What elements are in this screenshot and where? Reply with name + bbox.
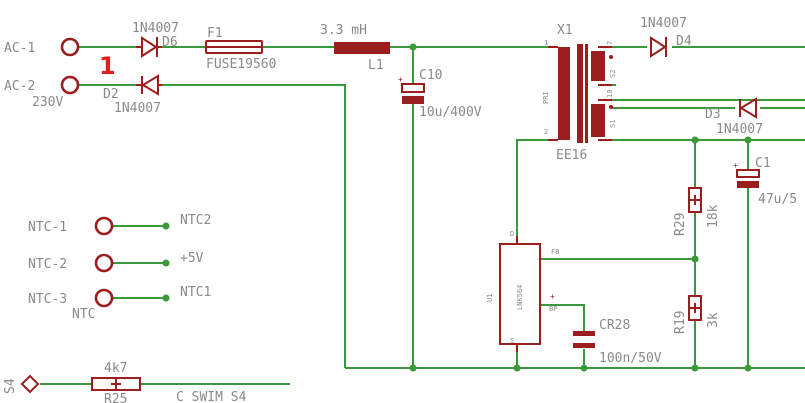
u1-name-label: U1 [486,294,494,302]
junction-dot [162,294,170,302]
d6-name-label: D6 [162,35,178,50]
ntc1-connector-label: NTC-1 [28,220,67,235]
r29-name-label: R29 [673,213,688,236]
capacitor-cr28 [573,331,595,348]
s1-winding-label: S1 [609,120,617,128]
junction-dot [744,364,752,372]
ac2-connector-pad [60,75,80,95]
inductor-l1 [334,42,390,54]
junction-dot [513,364,521,372]
d4-name-label: D4 [676,34,692,49]
diode-d2 [136,74,162,96]
u1-bypass-plus: + [550,292,555,301]
s2-winding-label: S2 [609,70,617,78]
ntc3-connector-pad [94,288,114,308]
r19-value-label: 3k [706,312,721,328]
primary-pin1-label: 1 [544,39,548,47]
voltage-label: 230V [32,95,63,110]
c1-value-label: 47u/5 [758,192,797,207]
c10-value-label: 10u/400V [419,105,482,120]
ntc2-connector-pad [94,253,114,273]
x1-core-label: EE16 [556,148,587,163]
r25-name-label: R25 [104,392,127,403]
c10-name-label: C10 [419,68,442,83]
junction-dot [691,255,699,263]
junction-dots [162,43,752,372]
diode-d6 [136,36,162,58]
u1-source-pin-label: S [510,337,514,345]
pri-winding-label: PRI [542,91,550,104]
f1-value-label: FUSE19560 [206,57,276,72]
wire-net [40,46,805,385]
fuse-f1 [205,40,263,54]
junction-dot [691,364,699,372]
junction-dot [580,364,588,372]
diode-d4 [650,36,667,58]
ntc3-connector-label: NTC-3 [28,292,67,307]
primary-pin2-label: 2 [544,128,548,136]
net-ntc1-label: NTC1 [180,285,211,300]
c1-name-label: C1 [755,156,771,171]
transformer-x1 [548,44,613,143]
junction-dot [162,259,170,267]
cr28-value-label: 100n/50V [599,351,662,366]
resistor-r19 [688,295,702,321]
junction-dot [409,43,417,51]
ntc-group-label: NTC [72,307,95,322]
ntc2-connector-label: NTC-2 [28,257,67,272]
s4-connector-label: S4 [3,378,18,394]
u1-bypass-pin-label: BP [549,305,557,313]
ntc1-connector-pad [94,216,114,236]
ac1-connector-pad [60,37,80,57]
s4-connector-pad [20,374,40,394]
ic-u1 [499,236,541,352]
f1-name-label: F1 [207,26,223,41]
d3-name-label: D3 [705,107,721,122]
junction-dot [162,222,170,230]
d4-value-label: 1N4007 [640,16,687,31]
net-swim-label: C_SWIM_S4 [176,390,247,403]
junction-dot [409,364,417,372]
resistor-r29 [688,187,702,213]
handwritten-annotation: 1 [99,52,116,80]
r25-value-label: 4k7 [104,361,127,376]
r29-value-label: 18k [706,204,721,228]
svg-text:+: + [733,161,738,170]
l1-name-label: L1 [368,58,384,73]
u1-part-label: LNK564 [516,285,524,310]
d3-value-label: 1N4007 [716,122,763,137]
secondary-pin7-label: 7 [606,41,614,45]
svg-text:+: + [398,75,403,84]
d2-name-label: D2 [103,87,119,102]
diode-d3 [739,97,757,119]
l1-value-label: 3.3 mH [320,23,367,38]
x1-name-label: X1 [557,23,573,38]
u1-feedback-pin-label: FB [551,248,559,256]
cr28-name-label: CR28 [599,318,630,333]
d6-value-label: 1N4007 [132,21,179,36]
r19-name-label: R19 [673,311,688,334]
capacitor-c1: + [733,161,760,188]
u1-drain-pin-label: D [510,230,514,238]
resistor-r25 [91,377,141,391]
net-5v-label: +5V [180,251,204,266]
junction-dot [744,136,752,144]
net-ntc2-label: NTC2 [180,213,211,228]
capacitor-c10: + [398,75,425,104]
d2-value-label: 1N4007 [114,101,161,116]
ac2-label: AC-2 [4,79,35,94]
ac1-label: AC-1 [4,41,35,56]
secondary-pin10-label: 10 [606,90,614,98]
junction-dot [691,136,699,144]
